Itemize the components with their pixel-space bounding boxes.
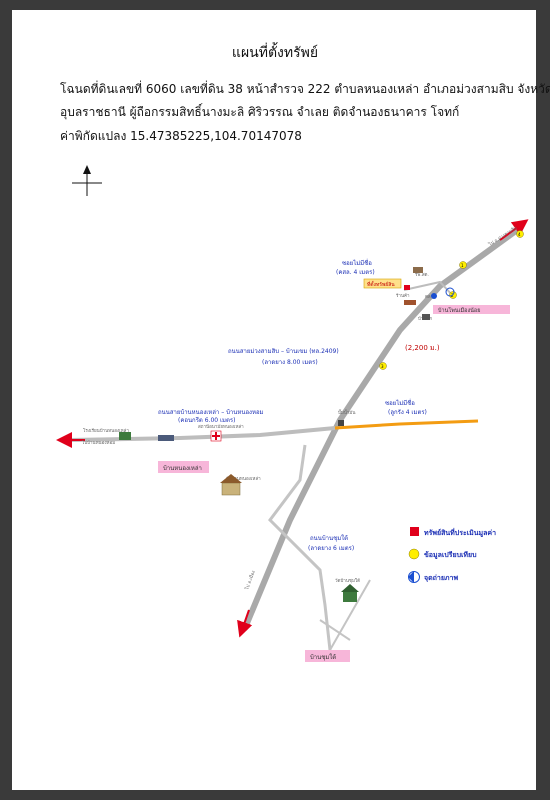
soi-2-label: ซอยไม่มีชื่อ [385, 399, 415, 407]
page-title: แผนที่ตั้งทรัพย์ [231, 45, 319, 61]
to-muang-sam-sip: ไป อ.ม่วงสามสิบ [487, 225, 518, 248]
comparable-marker-4-number: 4 [518, 232, 521, 237]
health-center-building-icon [413, 267, 423, 273]
market-label: ตลาด [425, 295, 436, 300]
concrete-soi [403, 280, 456, 299]
shop-building-icon [404, 300, 416, 305]
gas-station-label: ปั๊มน้ำมัน [338, 409, 355, 416]
gas-station-icon [338, 420, 344, 426]
subject-property-box [363, 278, 402, 289]
legend-photo-point-label: จุดถ่ายภาพ [424, 574, 458, 582]
temple-south-label: วัดบ้านชุมใต้ [335, 578, 360, 584]
village-nong-hang-box [433, 305, 510, 314]
comparable-marker-4 [516, 230, 524, 238]
soi-label: ซอยไม่มีชื่อ [342, 259, 372, 267]
distance-label: (2,200 ม.) [405, 344, 440, 352]
school-tree-icon [119, 432, 131, 440]
village-south-box [305, 650, 350, 662]
temple-south-icon [341, 584, 359, 602]
hospital-cross-icon [210, 430, 222, 442]
arrow-ne [499, 219, 529, 241]
description-line-2: อุบลราชธานี ผู้ถือกรรมสิทธิ์นางมะลิ ศิริ… [60, 105, 460, 119]
local-road-width-label: (คอนกรีต 6.00 เมตร) [178, 416, 235, 424]
village-nong-lao-box [158, 461, 209, 473]
legend-subject-label: ทรัพย์สินที่ประเมินมูลค่า [424, 527, 496, 538]
legend-comparable-label: ข้อมูลเปรียบเทียบ [424, 550, 477, 560]
legend-comparable-swatch [408, 548, 420, 560]
soi-width-label: (คสล. 4 เมตร) [336, 269, 375, 276]
to-west-label: ไปบ้านหนองหอม [81, 440, 115, 446]
arrow-sw [237, 609, 253, 638]
village-south-label: บ้านชุมใต้ [310, 653, 336, 661]
soi-2-width-label: (ลูกรัง 4 เมตร) [388, 409, 427, 416]
village-nong-lao-label: บ้านหนองเหล่า [163, 465, 202, 472]
school-label: โรงเรียนบ้านหนองเหล่า [83, 427, 129, 434]
subject-property-label: ที่ตั้งทรัพย์สิน [367, 279, 395, 288]
subject-property-marker [404, 285, 410, 290]
legend-photo-point-icon [408, 571, 420, 583]
shop-label: ร้านค้า [396, 293, 410, 299]
to-south-label: ไป อ.เมือง [243, 569, 257, 591]
village-nong-hang-label: บ้านโพนเมืองน้อย [438, 306, 480, 314]
road-south-label: ถนนบ้านชุมใต้ [310, 534, 348, 542]
comparable-marker-3-number: 3 [381, 364, 384, 369]
north-arrow-icon [72, 165, 102, 196]
main-road-label: ถนนสายม่วงสามสิบ – บ้านเขม (ทล.2409) [228, 348, 339, 355]
comparable-marker-1-number: 1 [461, 263, 464, 268]
building-icons [119, 267, 430, 602]
laterite-soi [334, 419, 479, 430]
house-building-icon [422, 314, 430, 320]
main-road [242, 225, 523, 631]
comparable-marker-3 [379, 362, 387, 370]
legend: ทรัพย์สินที่ประเมินมูลค่า ข้อมูลเปรียบเท… [408, 527, 496, 583]
local-road-label: ถนนสายบ้านหนองเหล่า – บ้านหนองหอม [158, 409, 264, 416]
temple-label: วัดบ้านหนองเหล่า [226, 476, 261, 482]
comparable-markers: 1 2 3 4 [379, 230, 524, 370]
road-south-width-label: (ลาดยาง 6 เมตร) [308, 545, 354, 552]
photo-point-marker-2 [431, 293, 437, 299]
document-sheet [12, 10, 536, 790]
photo-point-markers [431, 287, 455, 299]
legend-subject-swatch [410, 527, 419, 536]
school-building-icon [158, 435, 174, 441]
hospital-label: สถานีอนามัยหนองเหล่า [198, 424, 244, 430]
road-south-branch [319, 579, 371, 651]
comparable-marker-1 [459, 261, 467, 269]
description-line-1: โฉนดที่ดินเลขที่ 6060 เลขที่ดิน 38 หน้าส… [60, 82, 550, 96]
road-south [268, 444, 332, 651]
description-line-3: ค่าพิกัดแปลง 15.47385225,104.70147078 [60, 129, 302, 143]
photo-point-marker-1 [445, 287, 455, 297]
main-road-width-label: (ลาดยาง 8.00 เมตร) [262, 359, 318, 366]
health-center-label: รพ.สต. [415, 272, 429, 278]
temple-icon [220, 474, 242, 496]
